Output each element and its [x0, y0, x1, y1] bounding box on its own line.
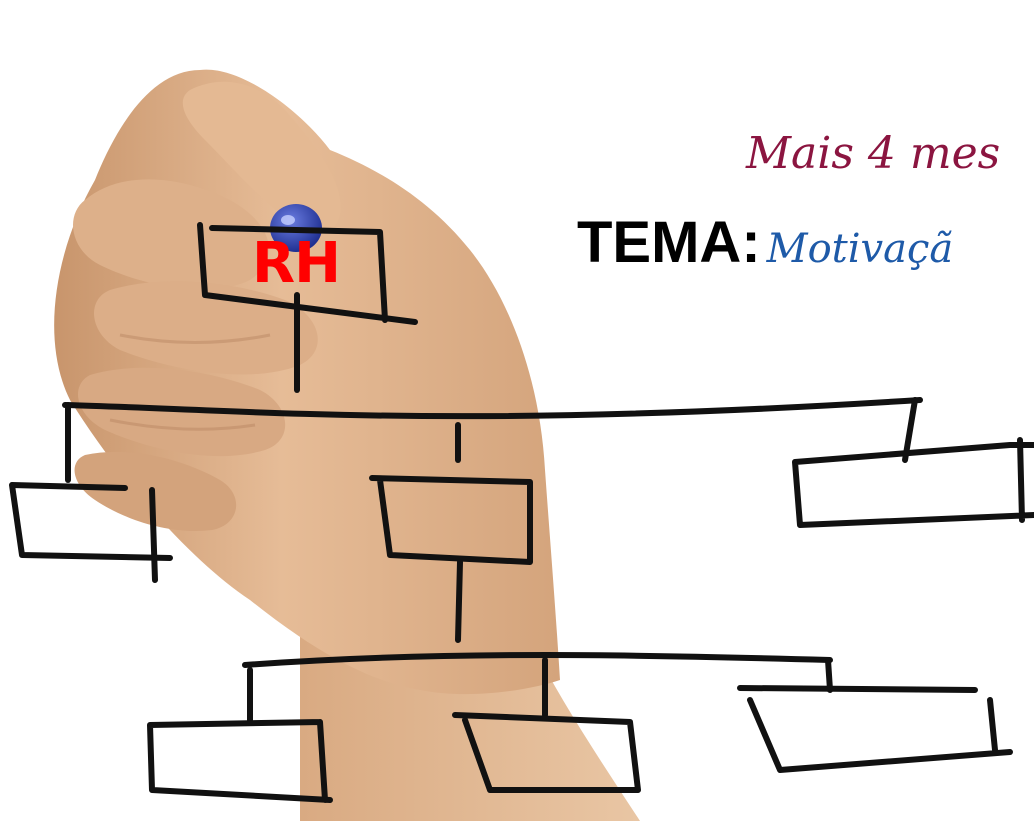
top-box — [197, 222, 418, 325]
main-horizontal-line — [62, 397, 923, 420]
theme-value: Motivaçã — [766, 226, 954, 272]
right-box — [792, 437, 1034, 528]
index-finger — [182, 81, 341, 234]
org-chart-drawing — [9, 222, 1034, 803]
bottom-left-box — [147, 719, 333, 803]
pinky-finger — [74, 451, 237, 531]
rh-label: RH — [252, 231, 341, 296]
subtitle-text: Mais 4 mes — [746, 128, 1001, 179]
left-box — [9, 482, 173, 583]
bottom-right-box — [737, 685, 1013, 773]
hand-illustration — [54, 69, 640, 821]
right-drop — [902, 397, 918, 463]
lower-drop-right — [825, 657, 833, 693]
thumb — [73, 179, 269, 290]
center-lower-connector — [455, 559, 463, 643]
center-box — [369, 475, 533, 565]
theme-line: TEMA:Motivaçã — [577, 214, 953, 272]
theme-label: TEMA: — [577, 210, 761, 275]
knuckle-shadow — [109, 333, 271, 431]
lower-horizontal-line — [242, 652, 833, 668]
bottom-mid-box — [452, 712, 641, 793]
